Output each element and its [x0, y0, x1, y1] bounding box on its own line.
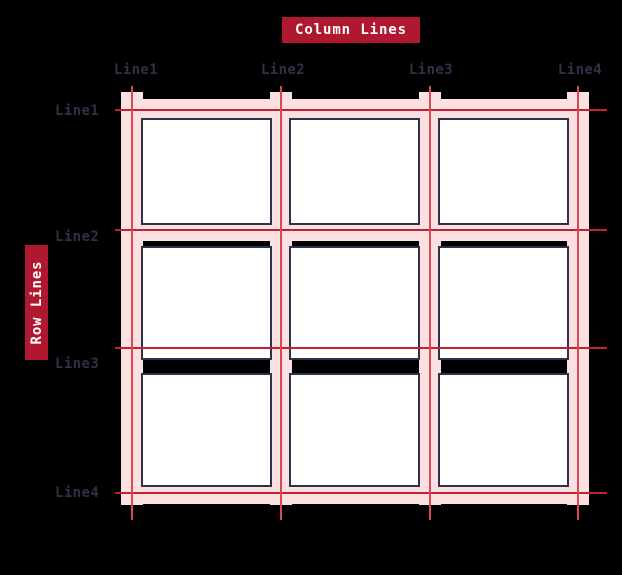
column-lines-badge: Column Lines: [282, 17, 420, 43]
grid-cell-r3c1: [141, 373, 272, 487]
column-gridline-marker-3: [429, 86, 431, 520]
row-gridline-marker-2: [115, 229, 607, 231]
column-line-label-4: Line4: [557, 62, 603, 78]
column-line-label-2: Line2: [260, 62, 306, 78]
grid-cell-r1c1: [141, 118, 272, 225]
grid-cell-r1c2: [289, 118, 420, 225]
row-lines-badge: Row Lines: [25, 245, 48, 360]
grid-cell-r3c2: [289, 373, 420, 487]
grid-cell-r2c3: [438, 246, 569, 360]
column-gridline-marker-2: [280, 86, 282, 520]
grid-cell-r3c3: [438, 373, 569, 487]
grid-cell-r2c2: [289, 246, 420, 360]
column-gridline-marker-4: [577, 86, 579, 520]
column-line-label-3: Line3: [408, 62, 454, 78]
row-gridline-marker-1: [115, 109, 607, 111]
column-line-label-1: Line1: [113, 62, 159, 78]
grid-cell-r2c1: [141, 246, 272, 360]
row-line-label-4: Line4: [55, 485, 100, 501]
row-line-label-2: Line2: [55, 229, 100, 245]
row-line-label-1: Line1: [55, 103, 100, 119]
grid-cell-r1c3: [438, 118, 569, 225]
row-line-label-3: Line3: [55, 356, 100, 372]
column-gridline-marker-1: [131, 86, 133, 520]
row-gridline-marker-3: [115, 347, 607, 349]
row-gridline-marker-4: [115, 492, 607, 494]
